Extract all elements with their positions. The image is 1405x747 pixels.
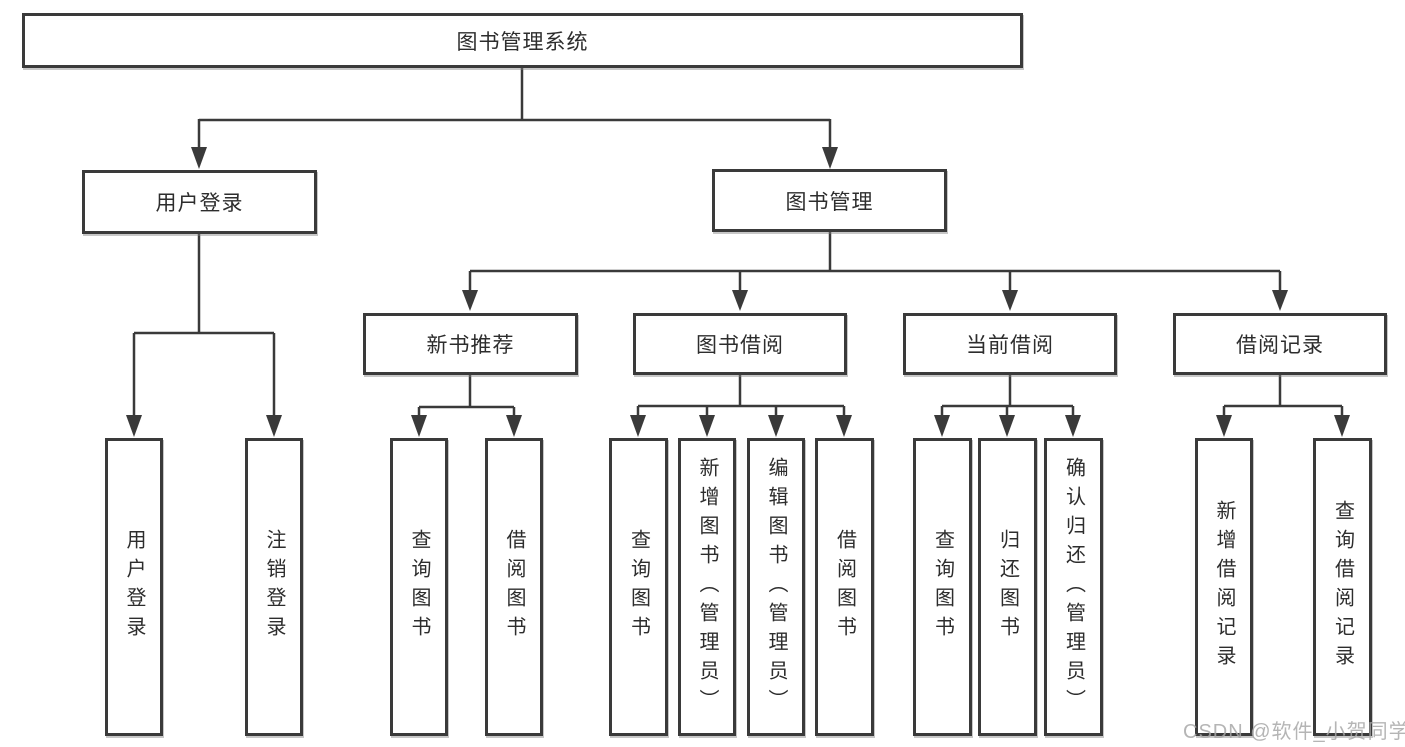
leaf-recommend-borrow-books: 借阅图书 (485, 438, 543, 736)
node-current-borrow: 当前借阅 (903, 313, 1117, 375)
leaf-current-confirm-return-admin-label: 确认归还（管理员） (1062, 456, 1085, 718)
node-current-borrow-label: 当前借阅 (966, 334, 1054, 357)
node-book-management-branch-label: 图书管理 (785, 190, 874, 214)
node-book-borrow-label: 图书借阅 (696, 334, 784, 357)
leaf-recommend-query-books-label: 查询图书 (408, 529, 430, 645)
leaf-user-login-label: 用户登录 (123, 529, 145, 645)
leaf-borrow-borrow-books-label: 借阅图书 (833, 529, 856, 645)
node-new-book-recommend: 新书推荐 (363, 313, 578, 375)
leaf-borrow-edit-books-admin-label: 编辑图书（管理员） (765, 456, 787, 718)
leaf-logout: 注销登录 (245, 438, 303, 736)
leaf-current-confirm-return-admin: 确认归还（管理员） (1044, 438, 1103, 736)
leaf-current-query-books: 查询图书 (913, 438, 972, 736)
leaf-borrow-add-books-admin: 新增图书（管理员） (678, 438, 736, 736)
node-borrow-records-label: 借阅记录 (1236, 334, 1324, 357)
leaf-current-return-books-label: 归还图书 (996, 529, 1019, 645)
node-borrow-records: 借阅记录 (1173, 313, 1387, 375)
csdn-watermark: CSDN @软件_小贺同学 (1183, 721, 1405, 743)
node-book-borrow: 图书借阅 (633, 313, 847, 375)
leaf-current-query-books-label: 查询图书 (931, 529, 954, 645)
leaf-records-add-record-label: 新增借阅记录 (1213, 500, 1235, 674)
leaf-borrow-query-books-label: 查询图书 (627, 529, 650, 645)
node-user-login-branch: 用户登录 (82, 170, 317, 234)
leaf-borrow-edit-books-admin: 编辑图书（管理员） (747, 438, 805, 736)
leaf-borrow-query-books: 查询图书 (609, 438, 668, 736)
leaf-records-add-record: 新增借阅记录 (1195, 438, 1253, 736)
leaf-logout-label: 注销登录 (263, 529, 285, 645)
leaf-borrow-add-books-admin-label: 新增图书（管理员） (696, 456, 718, 718)
node-root-label: 图书管理系统 (456, 30, 589, 54)
leaf-records-query-record: 查询借阅记录 (1313, 438, 1372, 736)
node-user-login-branch-label: 用户登录 (155, 192, 244, 215)
leaf-current-return-books: 归还图书 (978, 438, 1037, 736)
node-new-book-recommend-label: 新书推荐 (426, 334, 515, 357)
node-root-library-system: 图书管理系统 (22, 13, 1023, 68)
leaf-recommend-borrow-books-label: 借阅图书 (503, 529, 525, 645)
leaf-user-login: 用户登录 (105, 438, 163, 736)
leaf-borrow-borrow-books: 借阅图书 (815, 438, 874, 736)
leaf-recommend-query-books: 查询图书 (390, 438, 448, 736)
node-book-management-branch: 图书管理 (712, 169, 947, 232)
leaf-records-query-record-label: 查询借阅记录 (1331, 500, 1354, 674)
